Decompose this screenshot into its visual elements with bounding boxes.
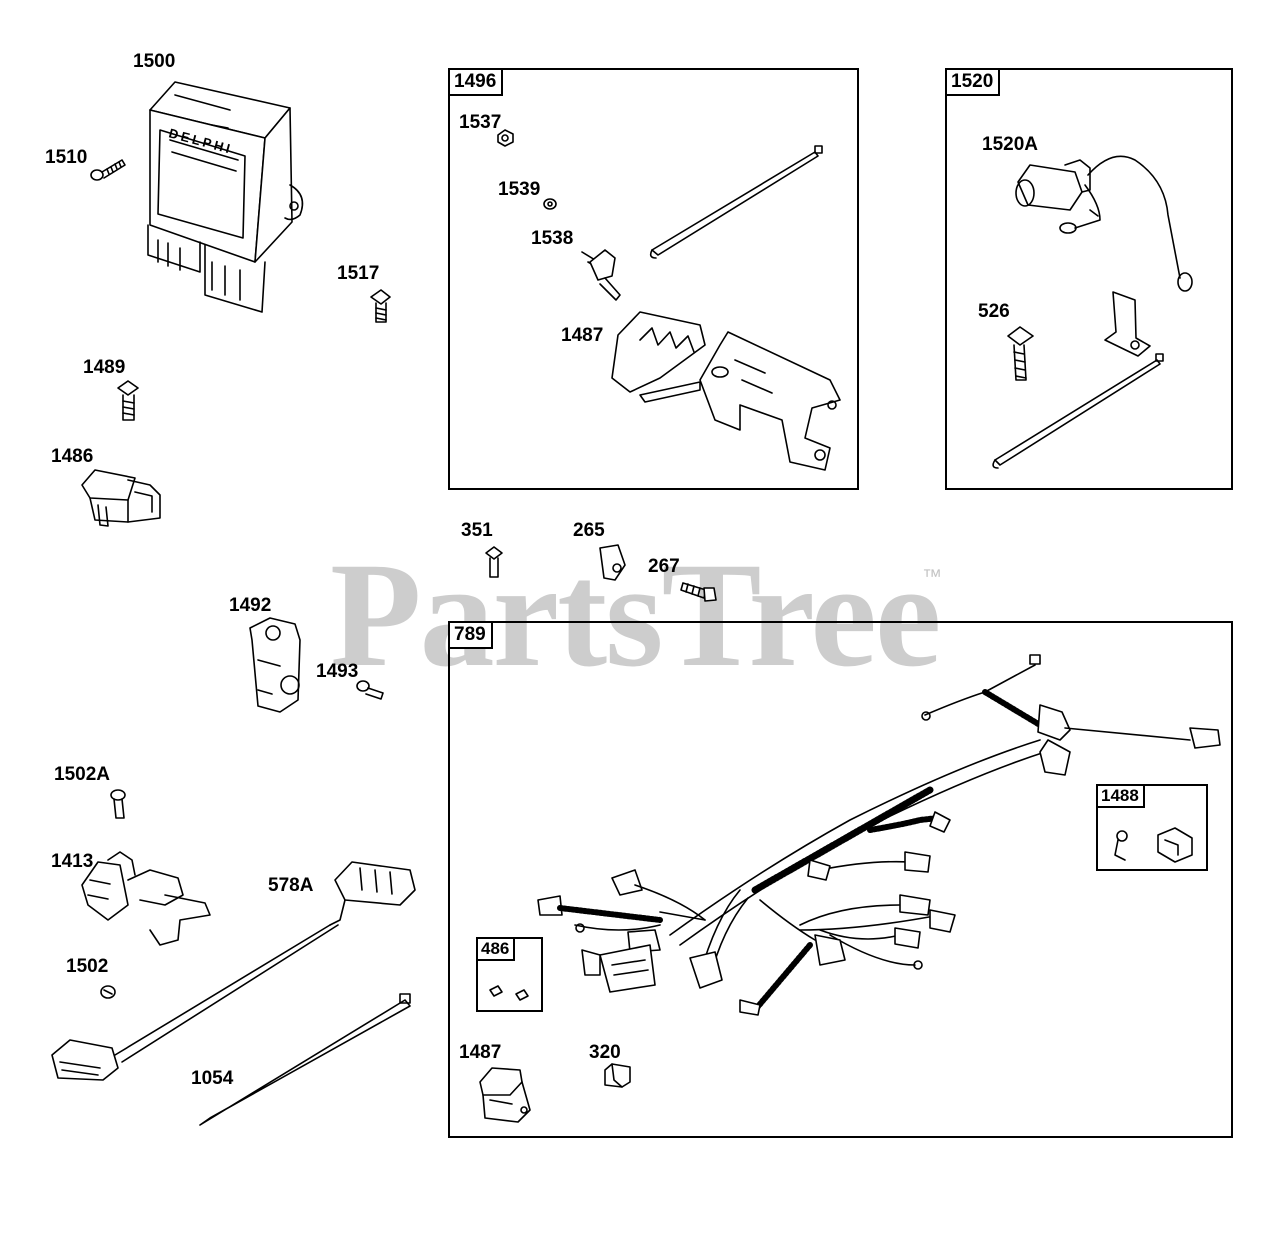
panel-1496: 1496 xyxy=(448,68,859,490)
label-1538[interactable]: 1538 xyxy=(531,228,574,249)
ecu-module-icon[interactable]: DELPHI xyxy=(147,81,304,313)
label-265[interactable]: 265 xyxy=(573,520,605,541)
cable-tie-1054-icon[interactable] xyxy=(199,993,411,1126)
label-267[interactable]: 267 xyxy=(648,556,680,577)
switch-1520A-icon[interactable] xyxy=(1015,155,1193,292)
panel-486: 486 xyxy=(476,937,543,1012)
label-1517[interactable]: 1517 xyxy=(337,263,380,284)
panel-1488: 1488 xyxy=(1096,784,1208,871)
panel-789-tag[interactable]: 789 xyxy=(450,623,493,649)
screw-1502A-icon[interactable] xyxy=(110,789,126,819)
bolt-1489-icon[interactable] xyxy=(117,380,139,421)
label-578A[interactable]: 578A xyxy=(268,875,314,896)
screw-1502-icon[interactable] xyxy=(100,985,116,999)
panel-789: 789 xyxy=(448,621,1233,1138)
label-1502[interactable]: 1502 xyxy=(66,956,109,977)
terminal-486-icon[interactable] xyxy=(489,985,529,1001)
label-1489[interactable]: 1489 xyxy=(83,357,126,378)
label-1487-bracket[interactable]: 1487 xyxy=(561,325,604,346)
screw-351-icon[interactable] xyxy=(485,546,503,578)
bolt-1517-icon[interactable] xyxy=(370,289,391,323)
label-1520A[interactable]: 1520A xyxy=(982,134,1038,155)
clip-265-icon[interactable] xyxy=(599,544,626,581)
connector-1487-icon[interactable] xyxy=(479,1067,531,1123)
grommet-1538-icon[interactable] xyxy=(581,249,621,301)
bolt-526-icon[interactable] xyxy=(1007,326,1034,381)
label-1054[interactable]: 1054 xyxy=(191,1068,234,1089)
label-1487-connector[interactable]: 1487 xyxy=(459,1042,502,1063)
cable-tie-1496-icon[interactable] xyxy=(649,145,823,259)
screw-1510-icon[interactable] xyxy=(90,159,126,181)
sensor-1413-icon[interactable] xyxy=(81,851,211,946)
label-1413[interactable]: 1413 xyxy=(51,851,94,872)
label-351[interactable]: 351 xyxy=(461,520,493,541)
label-320[interactable]: 320 xyxy=(589,1042,621,1063)
panel-486-tag[interactable]: 486 xyxy=(478,939,516,961)
terminal-1488-icon[interactable] xyxy=(1114,827,1193,863)
relay-320-icon[interactable] xyxy=(604,1063,631,1088)
label-1486[interactable]: 1486 xyxy=(51,446,94,467)
bracket-526-icon[interactable] xyxy=(1104,291,1151,357)
label-1539[interactable]: 1539 xyxy=(498,179,541,200)
label-1492[interactable]: 1492 xyxy=(229,595,272,616)
label-1500[interactable]: 1500 xyxy=(133,51,176,72)
map-sensor-1486-icon[interactable] xyxy=(81,469,161,527)
panel-1520: 1520 xyxy=(945,68,1233,490)
panel-1520-tag[interactable]: 1520 xyxy=(947,70,1001,96)
panel-1488-tag[interactable]: 1488 xyxy=(1098,786,1145,808)
screw-1493-icon[interactable] xyxy=(356,680,384,700)
label-1493[interactable]: 1493 xyxy=(316,661,359,682)
watermark-text: PartsTree xyxy=(330,532,941,698)
label-1510[interactable]: 1510 xyxy=(45,147,88,168)
main-harness-789-icon[interactable] xyxy=(537,654,1221,1016)
nut-1537-icon[interactable] xyxy=(497,129,514,147)
washer-1539-icon[interactable] xyxy=(543,198,557,210)
label-1502A[interactable]: 1502A xyxy=(54,764,110,785)
label-526[interactable]: 526 xyxy=(978,301,1010,322)
sensor-1492-icon[interactable] xyxy=(249,617,301,713)
label-1537[interactable]: 1537 xyxy=(459,112,502,133)
trademark-symbol: ™ xyxy=(922,566,942,588)
panel-1496-tag[interactable]: 1496 xyxy=(450,70,504,96)
bolt-267-icon[interactable] xyxy=(680,582,717,602)
harness-578A-icon[interactable] xyxy=(51,861,416,1081)
bracket-1487-icon[interactable] xyxy=(611,311,841,471)
cable-tie-1520-icon[interactable] xyxy=(992,353,1164,469)
